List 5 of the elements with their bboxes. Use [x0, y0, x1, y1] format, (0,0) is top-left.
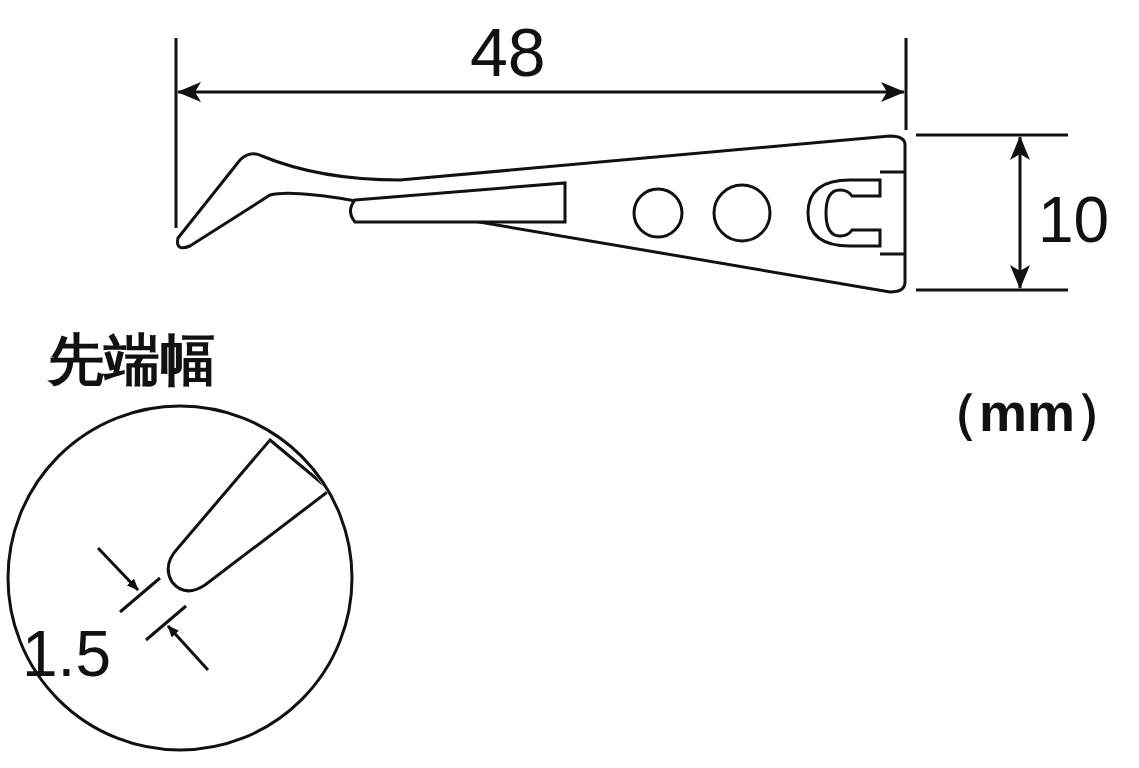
dimension-label: 48: [470, 18, 546, 86]
unit-label: （mm）: [925, 385, 1130, 439]
dimension-label: 1.5: [22, 622, 111, 686]
dimension-label: 10: [1038, 188, 1110, 252]
detail-title: 先端幅: [48, 332, 216, 388]
